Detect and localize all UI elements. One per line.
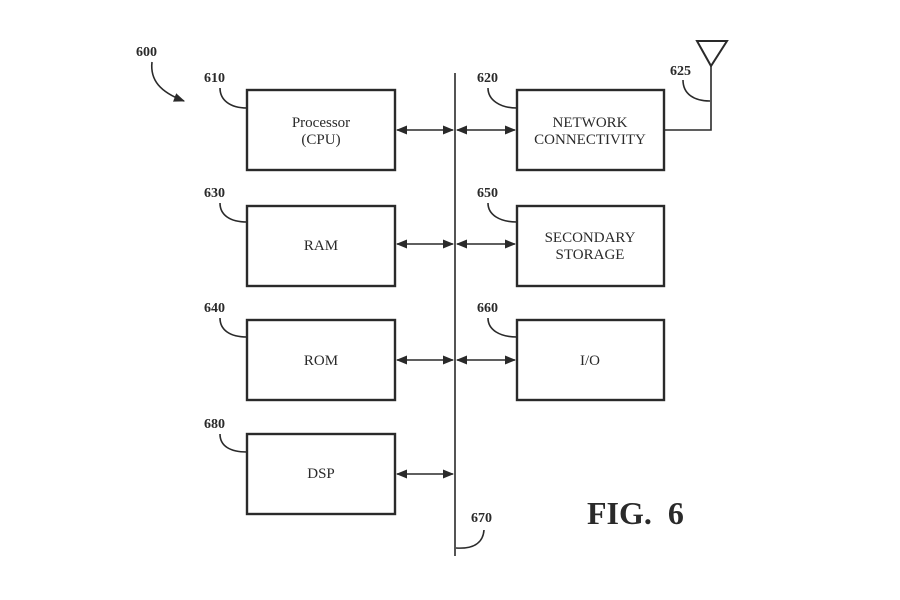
network-ref-leader (487, 87, 518, 109)
secondary-storage-ref-label: 650 (477, 186, 498, 201)
bus-ref-label: 670 (471, 511, 492, 526)
ram-ref-leader (219, 202, 248, 223)
cpu-box (245, 88, 397, 172)
network-ref-label: 620 (477, 71, 498, 86)
dsp-ref-label: 680 (204, 417, 225, 432)
io-ref-leader (487, 317, 518, 338)
component-dsp: DSP 680 (204, 417, 455, 516)
figure-label: FIG. 6 (587, 495, 684, 531)
secondary-storage-ref-leader (487, 202, 518, 223)
ram-label: RAM (304, 238, 338, 254)
cpu-label-line-1: Processor (292, 115, 350, 131)
antenna-ref-label: 625 (670, 64, 691, 79)
network-label-line-2: CONNECTIVITY (534, 132, 646, 148)
dsp-ref-leader (219, 433, 248, 453)
component-io: I/O 660 (455, 301, 666, 402)
component-secondary-storage: SECONDARY STORAGE 650 (455, 186, 666, 288)
antenna-feed-line (664, 66, 712, 131)
io-label: I/O (580, 353, 600, 369)
bus-ref-leader (455, 529, 485, 549)
rom-label: ROM (304, 353, 338, 369)
dsp-label: DSP (307, 466, 335, 482)
component-ram: RAM 630 (204, 186, 455, 288)
ram-ref-label: 630 (204, 186, 225, 201)
rom-ref-label: 640 (204, 301, 225, 316)
component-cpu: Processor (CPU) 610 (204, 71, 455, 172)
network-label-line-1: NETWORK (553, 115, 628, 131)
antenna: 625 (670, 40, 729, 102)
system-ref-arrow (151, 61, 186, 102)
secondary-storage-label-line-2: STORAGE (556, 247, 625, 263)
network-box (515, 88, 666, 172)
component-rom: ROM 640 (204, 301, 455, 402)
ram-box (245, 204, 397, 288)
secondary-storage-label-line-1: SECONDARY (545, 230, 636, 246)
cpu-ref-leader (219, 87, 248, 109)
rom-ref-leader (219, 317, 248, 338)
cpu-ref-label: 610 (204, 71, 225, 86)
rom-box (245, 318, 397, 402)
cpu-label-line-2: (CPU) (301, 132, 340, 148)
secondary-storage-box (515, 204, 666, 288)
antenna-icon (695, 40, 729, 68)
antenna-ref-leader (682, 79, 711, 102)
io-ref-label: 660 (477, 301, 498, 316)
system-ref-label: 600 (136, 45, 157, 60)
dsp-box (245, 432, 397, 516)
component-network: NETWORK CONNECTIVITY 620 (455, 66, 712, 172)
io-box (515, 318, 666, 402)
